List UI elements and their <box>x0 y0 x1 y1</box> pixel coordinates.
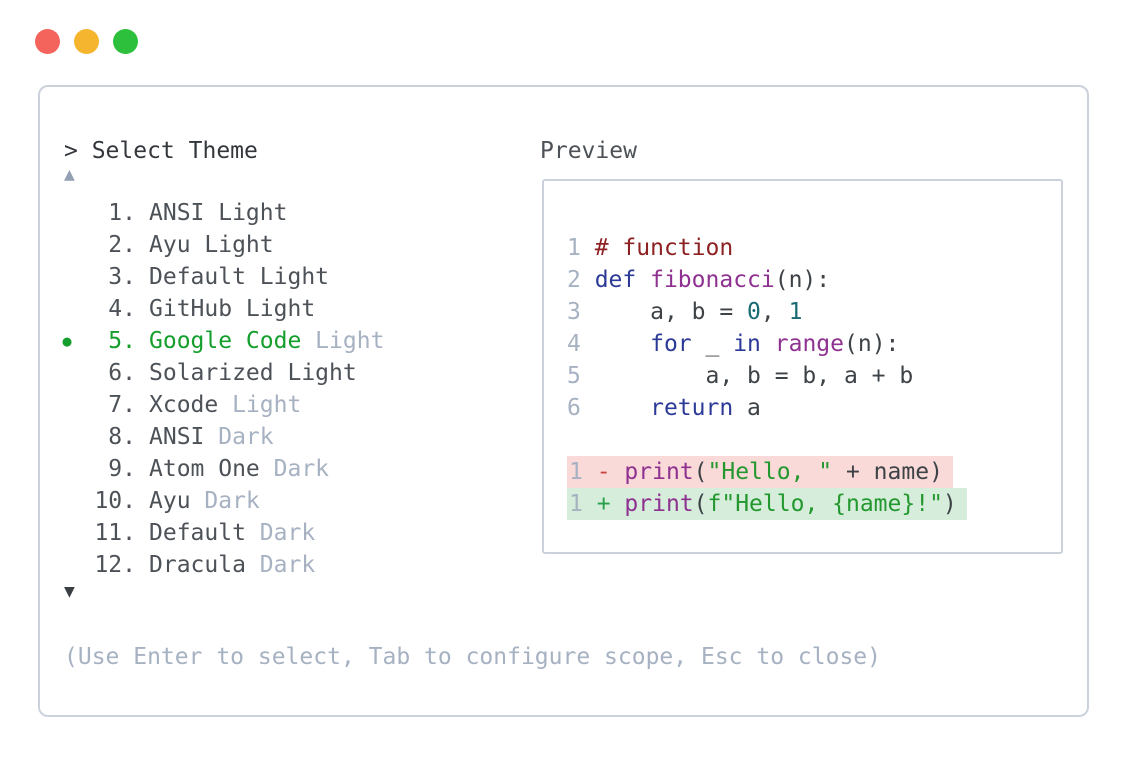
theme-variant: Dark <box>245 552 316 578</box>
theme-name: Ayu Light <box>149 232 274 258</box>
line-number: 1 <box>569 459 597 485</box>
close-button[interactable] <box>35 29 60 54</box>
theme-name: Ayu Dark <box>149 488 260 514</box>
diff-line-background: 1 + print(f"Hello, {name}!") <box>567 488 967 520</box>
theme-name: Google Code Light <box>149 328 385 354</box>
theme-number: 7. <box>108 392 136 418</box>
theme-row[interactable]: 9. Atom One Dark <box>40 453 510 485</box>
theme-row[interactable]: 12. Dracula Dark <box>40 549 510 581</box>
theme-number: 10. <box>94 488 136 514</box>
code-line: 5 a, b = b, a + b <box>567 363 914 389</box>
code-line: 6 return a <box>567 395 761 421</box>
minimize-button[interactable] <box>74 29 99 54</box>
theme-variant: Light <box>301 328 385 354</box>
theme-variant: Dark <box>204 424 274 450</box>
theme-number: 8. <box>108 424 136 450</box>
theme-variant: Dark <box>245 520 316 546</box>
theme-row[interactable]: 10. Ayu Dark <box>40 485 510 517</box>
theme-number: 2. <box>108 232 136 258</box>
preview-panel: 1 # function 2 def fibonacci(n): 3 a, b = … <box>542 179 1063 554</box>
theme-number: 5. <box>108 328 136 354</box>
help-text: (Use Enter to select, Tab to configure s… <box>64 644 881 670</box>
line-number: 4 <box>567 331 595 357</box>
maximize-button[interactable] <box>113 29 138 54</box>
theme-name: Default Light <box>149 264 330 290</box>
theme-row[interactable]: 4. GitHub Light <box>40 293 510 325</box>
theme-row[interactable]: 7. Xcode Light <box>40 389 510 421</box>
theme-name: Atom One Dark <box>149 456 330 482</box>
picker-prompt: > Select Theme <box>64 138 258 164</box>
theme-number: 1. <box>108 200 136 226</box>
line-number: 5 <box>567 363 595 389</box>
theme-variant: Light <box>218 392 302 418</box>
diff-line-background: 1 - print("Hello, " + name) <box>567 456 953 488</box>
code-preview: 1 # function 2 def fibonacci(n): 3 a, b = … <box>567 232 967 520</box>
theme-number: 6. <box>108 360 136 386</box>
line-number: 6 <box>567 395 595 421</box>
theme-name: ANSI Dark <box>149 424 274 450</box>
selected-indicator-icon: ● <box>62 332 72 350</box>
theme-picker-dialog: > Select Theme Preview ▲ 1. ANSI Light 2. A… <box>38 85 1089 717</box>
theme-row[interactable]: 1. ANSI Light <box>40 197 510 229</box>
code-line: 1 # function <box>567 235 734 261</box>
theme-row[interactable]: ● 5. Google Code Light <box>40 325 510 357</box>
scroll-down-icon[interactable]: ▼ <box>64 581 75 602</box>
code-lines: 1 # function 2 def fibonacci(n): 3 a, b = … <box>567 232 967 424</box>
theme-variant: Dark <box>190 488 260 514</box>
theme-name: ANSI Light <box>149 200 288 226</box>
theme-number: 12. <box>94 552 136 578</box>
diff-line-added: 1 + print(f"Hello, {name}!") <box>567 488 967 520</box>
theme-variant: Dark <box>259 456 330 482</box>
theme-name: Solarized Light <box>149 360 357 386</box>
theme-name: GitHub Light <box>149 296 316 322</box>
theme-number: 4. <box>108 296 136 322</box>
window-controls <box>35 29 138 54</box>
preview-heading: Preview <box>540 138 637 164</box>
theme-row[interactable]: 6. Solarized Light <box>40 357 510 389</box>
theme-row[interactable]: 3. Default Light <box>40 261 510 293</box>
line-number: 2 <box>567 267 595 293</box>
theme-number: 11. <box>94 520 136 546</box>
code-line: 2 def fibonacci(n): <box>567 267 831 293</box>
line-number: 1 <box>567 235 595 261</box>
theme-number: 9. <box>108 456 136 482</box>
diff-preview: 1 - print("Hello, " + name)1 + print(f"H… <box>567 456 967 520</box>
theme-number: 3. <box>108 264 136 290</box>
scroll-up-icon[interactable]: ▲ <box>64 164 75 185</box>
theme-list: 1. ANSI Light 2. Ayu Light 3. Default Light 4.… <box>40 197 510 581</box>
theme-name: Xcode Light <box>149 392 302 418</box>
code-line: 3 a, b = 0, 1 <box>567 299 803 325</box>
theme-name: Dracula Dark <box>149 552 316 578</box>
diff-line-removed: 1 - print("Hello, " + name) <box>567 456 967 488</box>
line-number: 3 <box>567 299 595 325</box>
theme-row[interactable]: 11. Default Dark <box>40 517 510 549</box>
theme-row[interactable]: 2. Ayu Light <box>40 229 510 261</box>
code-line: 4 for _ in range(n): <box>567 331 900 357</box>
theme-name: Default Dark <box>149 520 316 546</box>
theme-row[interactable]: 8. ANSI Dark <box>40 421 510 453</box>
line-number: 1 <box>569 491 597 517</box>
